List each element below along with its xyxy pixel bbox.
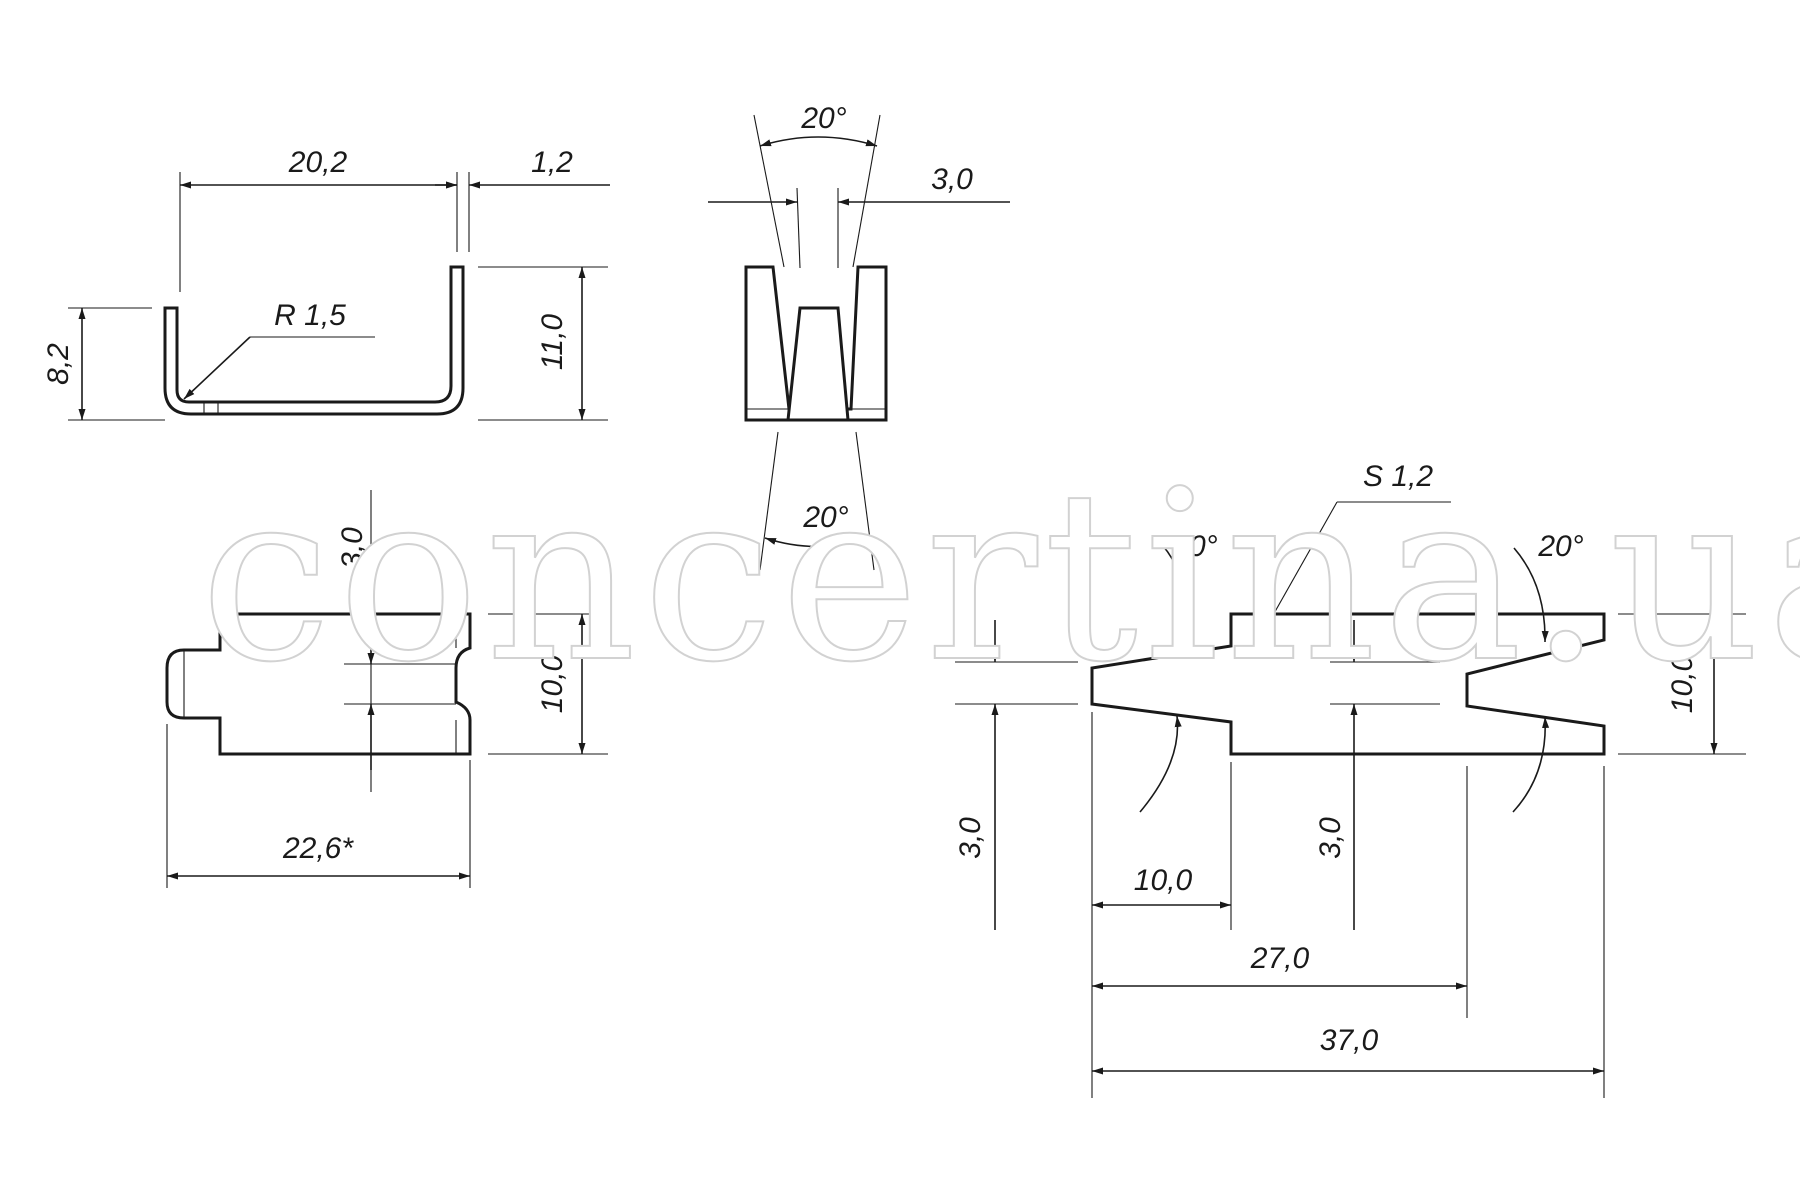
- taper-line-left: [753, 114, 785, 268]
- dim-label-slot: 3,0: [931, 163, 973, 196]
- angle-label-left: 20°: [1171, 530, 1217, 563]
- taper-line-right: [852, 114, 881, 268]
- taper-line-right-bottom: [855, 431, 875, 571]
- angle-arc-right-top: [1513, 547, 1549, 643]
- top-view: 3,0 10,0 22,6*: [165, 490, 608, 888]
- leader-dot: [1256, 637, 1262, 643]
- angle-arc-bottom: [764, 537, 870, 548]
- dim-label-slot-left: 3,0: [954, 817, 987, 859]
- side-view: 20,2 1,2 R 1,5 8,2 11,0: [42, 146, 610, 421]
- taper-line-left-bottom: [759, 431, 779, 571]
- angle-label-top: 20°: [800, 102, 846, 135]
- dim-label-len-10: 10,0: [1134, 864, 1193, 897]
- top-view-outline: [165, 612, 472, 756]
- angle-arc-right-bottom: [1512, 716, 1550, 813]
- dim-label-radius: R 1,5: [274, 299, 346, 332]
- angle-arc-top: [759, 136, 878, 147]
- dim-label-len-37: 37,0: [1320, 1024, 1379, 1057]
- angle-label-bottom: 20°: [802, 501, 848, 534]
- material-label: S 1,2: [1363, 460, 1433, 493]
- blank-view: S 1,2 20° 20° 10,0 3,0 3,0 10,0: [954, 460, 1746, 1098]
- radius-leader: [183, 336, 251, 400]
- angle-label-right: 20°: [1537, 530, 1583, 563]
- watermark: concertina.ua: [200, 441, 1800, 714]
- dim-label-8-2: 8,2: [42, 343, 75, 385]
- dim-label-height: 10,0: [1666, 654, 1699, 713]
- end-view: 20° 3,0 20°: [708, 102, 1010, 571]
- blank-outline: [1090, 612, 1606, 756]
- dim-label-10-0: 10,0: [536, 654, 569, 713]
- dim-label-1-2: 1,2: [531, 146, 573, 179]
- dim-label-3-0-top: 3,0: [336, 527, 369, 569]
- angle-arc-left-top: [1162, 545, 1184, 647]
- dim-label-22-6: 22,6*: [282, 832, 354, 865]
- u-profile-outline: [163, 265, 465, 416]
- material-leader: [1258, 501, 1338, 641]
- dim-label-20-2: 20,2: [288, 146, 348, 179]
- dim-label-slot-mid: 3,0: [1314, 817, 1347, 859]
- dim-label-11-0: 11,0: [536, 314, 569, 370]
- angle-arc-left-bottom: [1139, 715, 1182, 813]
- end-view-inner-slot: [786, 306, 850, 422]
- slot-extension: [796, 187, 801, 269]
- dim-label-len-27: 27,0: [1250, 942, 1310, 975]
